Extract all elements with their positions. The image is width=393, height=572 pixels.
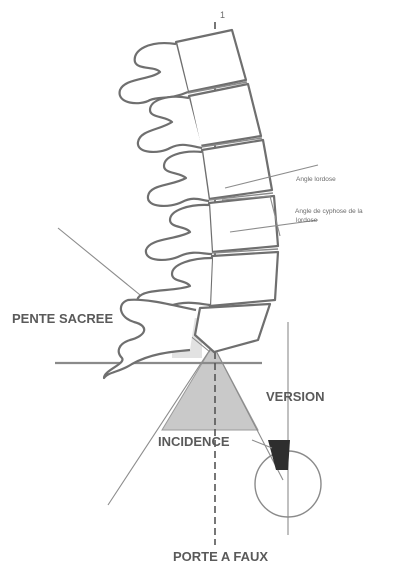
incidence-label: INCIDENCE [158,434,230,449]
vertebra-4 [209,196,278,252]
angle-cyphose-label: Angle de cyphose de la [295,208,363,215]
top-marker-label: 1 [220,10,225,20]
version-label: VERSION [266,389,325,404]
vertebra-3 [202,140,272,199]
spinous-process-1 [120,43,188,103]
angle-lordose-label: Angle lordose [296,176,336,183]
spinous-process-4 [146,205,212,260]
vertebra-1 [176,30,246,92]
spinous-process-3 [148,152,209,206]
vertebra-5 [210,252,278,306]
sacrum-posterior [104,300,196,378]
vertebra-2 [189,84,261,146]
angle-cyphose-label-2: lordose [296,217,318,224]
sacral-plate [195,304,270,352]
porte-a-faux-label: PORTE A FAUX [173,549,268,564]
pente-sacree-label: PENTE SACREE [12,311,113,326]
